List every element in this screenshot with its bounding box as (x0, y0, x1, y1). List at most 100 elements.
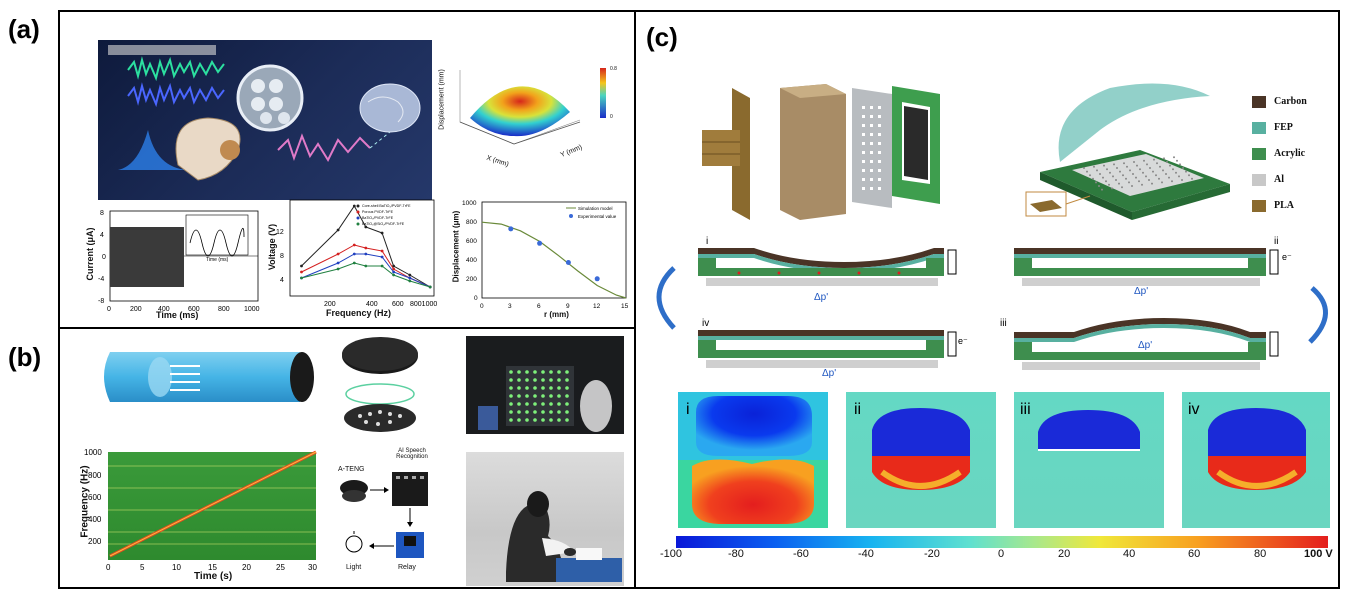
led-dot (509, 394, 513, 398)
al-hole (862, 187, 865, 190)
tube-illustration (100, 340, 320, 412)
device-dot (1166, 161, 1168, 163)
led-dot (549, 402, 553, 406)
map-label-i: i (686, 401, 690, 418)
led-dot (533, 370, 537, 374)
materials-legend: Carbon FEP Acrylic Al PLA (1252, 96, 1336, 226)
al-hole (878, 133, 881, 136)
led-dot (549, 378, 553, 382)
device-dot (1115, 179, 1117, 181)
disp-x-tick: 15 (621, 303, 629, 310)
al-hole (870, 106, 873, 109)
cbar-tick: -80 (728, 548, 744, 560)
led-dot (565, 370, 569, 374)
led-dot (541, 394, 545, 398)
voltage-point (364, 225, 368, 229)
led-matrix-photo (466, 336, 624, 434)
surface-colorbar-top: 0.8 (610, 66, 617, 72)
spec-x-tick: 5 (140, 563, 145, 572)
current-signal-block (110, 227, 184, 287)
cur-x-tick: 200 (130, 306, 142, 313)
led-dot (533, 410, 537, 414)
inset-xlabel: Time (ms) (206, 257, 229, 263)
map-label-iv: iv (1188, 401, 1200, 418)
cur-x-tick: 800 (218, 306, 230, 313)
al-hole (870, 151, 873, 154)
volt-x-tick: 8001000 (410, 301, 437, 308)
spec-y-tick: 200 (88, 537, 102, 546)
voltage-point (352, 252, 356, 256)
flow-diagram: A-TENG AI Speech Recognition Light Relay (334, 446, 454, 586)
device-dot (1162, 169, 1164, 172)
blue-waveform (127, 82, 225, 108)
disp-legend: Simulation model (578, 206, 613, 211)
device-dot (1138, 180, 1140, 183)
device-dot (1131, 185, 1133, 187)
al-hole (878, 151, 881, 154)
potential-colorbar-ticks: -100 -80 -60 -40 -20 0 20 40 60 80 100 V (660, 548, 1344, 564)
device-dot (1089, 174, 1091, 177)
device-dot (1159, 165, 1161, 168)
disp-x-tick: 12 (593, 303, 601, 310)
stage-iv-label: iv (702, 318, 709, 329)
spectrogram-ylabel: Frequency (Hz) (79, 465, 91, 538)
stage-iii-label: iii (1000, 318, 1007, 329)
device-dot (1151, 182, 1153, 185)
voltage-point (392, 264, 395, 268)
cur-x-tick: 600 (188, 306, 200, 313)
led-dot (517, 410, 521, 414)
cur-x-tick: 400 (158, 306, 170, 313)
led-dot (565, 386, 569, 390)
al-hole (870, 178, 873, 181)
surface-colorbar-bottom: 0 (610, 114, 613, 120)
voltage-point (380, 249, 384, 253)
legend-al: Al (1274, 174, 1284, 185)
al-hole (878, 142, 881, 145)
led-dot (517, 378, 521, 382)
al-hole (878, 160, 881, 163)
disp-x-tick: 9 (566, 303, 570, 310)
al-hole (862, 169, 865, 172)
led-dot (549, 386, 553, 390)
voltage-point (408, 279, 412, 283)
al-hole (878, 115, 881, 118)
device-dot (1136, 164, 1138, 167)
assembled-device (1020, 80, 1242, 228)
led-dot (557, 378, 561, 382)
led-dot (541, 418, 545, 422)
led-dot (509, 418, 513, 422)
stage-ii-electron: e⁻ (1282, 252, 1292, 262)
device-dot (1103, 164, 1105, 167)
legend-swatch (1252, 174, 1266, 186)
device-dot (1133, 161, 1135, 163)
al-hole (870, 187, 873, 190)
device-dot (1125, 177, 1127, 180)
cycle-schematics: i Δp' ii Δp' e⁻ iv Δp' e⁻ (644, 232, 1340, 379)
al-hole (870, 160, 873, 163)
displacement-ylabel: Displacement (μm) (451, 210, 461, 283)
led-dot (533, 378, 537, 382)
voltage-series-line (301, 205, 431, 288)
spec-y-tick: 800 (88, 471, 102, 480)
al-hole (862, 106, 865, 109)
voltage-point (352, 261, 356, 265)
device-dot (1098, 185, 1100, 187)
simulation-curve (481, 221, 627, 299)
disp-y-tick: 1000 (462, 200, 477, 207)
device-dot (1148, 179, 1150, 181)
voltage-point (428, 285, 432, 289)
device-dot (1161, 181, 1163, 184)
map-label-iii: iii (1020, 401, 1031, 418)
led-dot (509, 370, 513, 374)
stage-iii (1014, 318, 1279, 370)
device-dot (1156, 162, 1158, 165)
voltage-xlabel: Frequency (Hz) (326, 308, 392, 318)
device-dot (1152, 170, 1154, 173)
device-dot (1168, 176, 1170, 179)
led-dot (541, 370, 545, 374)
device-dot (1139, 168, 1141, 171)
led-dot (525, 402, 529, 406)
device-dot (1179, 163, 1181, 166)
voltage-point (408, 273, 412, 277)
cbar-tick: -100 (660, 548, 683, 560)
